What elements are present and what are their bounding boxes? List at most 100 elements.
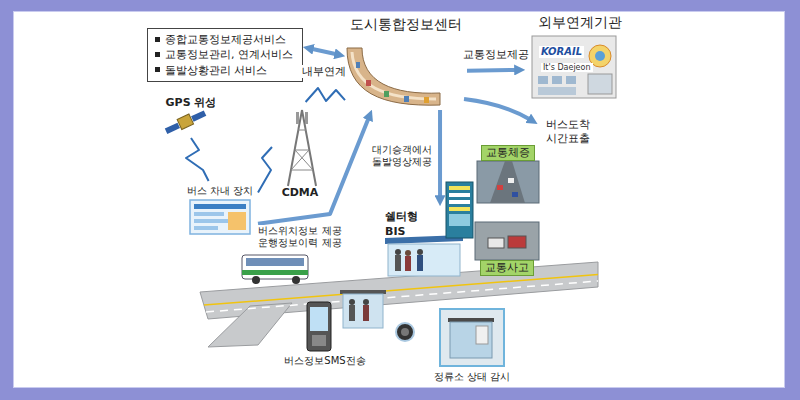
- text-row: 교통정보관리, 연계서비스: [155, 47, 293, 62]
- stop-roof: [340, 290, 386, 294]
- screen-row: [194, 226, 218, 230]
- display-video: [449, 214, 470, 226]
- passenger: [349, 305, 355, 321]
- passenger: [395, 255, 401, 271]
- shelter-glass: [388, 244, 460, 276]
- passenger: [417, 249, 423, 255]
- node-label: 버스 차내 장치: [187, 185, 253, 196]
- display-row: [449, 207, 470, 211]
- passenger: [349, 299, 355, 305]
- passenger: [405, 250, 411, 256]
- room: [366, 80, 371, 86]
- traffic-jam-photo: [477, 161, 539, 203]
- solar-panel: [165, 123, 180, 134]
- text-row: 버스정보SMS전송: [284, 354, 365, 368]
- bus-arrival-label: 버스도착 시간표출: [546, 118, 596, 146]
- text-row: 돌발상황관리 서비스: [155, 63, 268, 78]
- node-label: CDMA: [282, 186, 319, 199]
- building-annex: [588, 74, 612, 94]
- radio-link: [258, 147, 272, 192]
- text-row: 도시통합정보센터: [350, 15, 462, 35]
- node-label: 종합교통정보제공서비스: [165, 33, 286, 46]
- text-row: CDMA: [282, 185, 319, 200]
- accident-photo: [475, 222, 539, 260]
- satellite-body: [177, 114, 193, 129]
- passenger: [395, 249, 401, 255]
- node-label: GPS 위성: [166, 96, 217, 109]
- info-arrow: [464, 99, 531, 120]
- edge-label: 버스위치정보 제공 운행정보이력 제공: [252, 225, 348, 249]
- node-label: 외부연계기관: [538, 14, 622, 30]
- photo-car: [512, 192, 518, 197]
- node-label: 교통체증: [486, 146, 530, 159]
- display-row: [449, 193, 470, 197]
- tower-brace: [295, 150, 309, 151]
- photo-poster: [476, 326, 488, 344]
- center-building: [347, 48, 440, 105]
- phone-screen: [310, 307, 328, 331]
- passenger: [363, 299, 369, 305]
- logo-text: It's Daejeon: [543, 63, 591, 72]
- bus-stripe: [242, 270, 308, 275]
- room: [404, 96, 409, 102]
- traffic-jam-panel: 교통체증: [474, 142, 542, 205]
- window: [538, 76, 548, 84]
- node-label: 쉘터형 BIS: [385, 210, 418, 238]
- bullet-square: [155, 52, 160, 57]
- data-flow-arrow: [258, 117, 369, 224]
- edge-label: 교통정보제공: [461, 48, 531, 61]
- camera-lens: [401, 328, 409, 336]
- passenger: [405, 256, 411, 271]
- photo-car: [497, 185, 503, 190]
- photo-car: [508, 236, 526, 248]
- text-row: 정류소 상태 감시: [434, 370, 510, 384]
- tower-leg: [302, 110, 316, 186]
- edge-label: 내부연계: [300, 65, 348, 78]
- window: [538, 87, 576, 95]
- room: [356, 62, 360, 68]
- radio-link: [186, 138, 209, 181]
- photo-car: [488, 238, 504, 248]
- bus-window: [246, 258, 304, 266]
- city-emblem: [595, 51, 605, 61]
- data-flow-arrow: [310, 49, 337, 55]
- node-label: 돌발상황관리 서비스: [165, 64, 268, 77]
- tower-brace: [291, 170, 313, 171]
- radio-link: [306, 88, 345, 102]
- display-row: [449, 186, 470, 190]
- display-row: [449, 200, 470, 204]
- lane-line: [206, 281, 598, 312]
- gps-satellite-node: GPS 위성: [160, 92, 222, 138]
- side-road: [208, 303, 292, 347]
- text-row: 외부연계기관: [538, 13, 622, 33]
- bullet-square: [155, 37, 160, 42]
- service-list-box: 종합교통정보제공서비스교통정보관리, 연계서비스돌발상황관리 서비스: [147, 28, 303, 82]
- photo-road: [490, 161, 525, 203]
- building-floor: [352, 52, 436, 99]
- text-row: GPS 위성: [166, 95, 217, 110]
- text-row: It's Daejeon: [541, 63, 593, 72]
- stop-monitor: 정류소 상태 감시: [430, 306, 514, 386]
- screen-map: [228, 212, 246, 230]
- node-label: 교통사고: [485, 261, 529, 274]
- photo-shelter: [450, 322, 492, 358]
- logo-text: KORAIL: [541, 46, 582, 57]
- cdma-tower-node: CDMA: [272, 102, 328, 202]
- node-label: 버스정보SMS전송: [284, 355, 365, 366]
- onboard-device: 버스 차내 장치: [182, 181, 258, 238]
- text-row: 교통체증: [481, 145, 535, 161]
- room: [384, 91, 389, 97]
- phone-keypad: [312, 335, 326, 346]
- shelter-bis: 쉘터형 BIS: [383, 206, 467, 278]
- antenna: [305, 112, 308, 124]
- stop-photo: [440, 309, 504, 366]
- stop-glass: [343, 294, 383, 328]
- tower-leg: [288, 110, 302, 186]
- node-label: 정류소 상태 감시: [434, 371, 510, 382]
- mobile-phone: [307, 302, 331, 351]
- agency-building: [532, 36, 616, 98]
- data-flow-arrow: [438, 110, 442, 199]
- bus-wheel: [252, 276, 260, 284]
